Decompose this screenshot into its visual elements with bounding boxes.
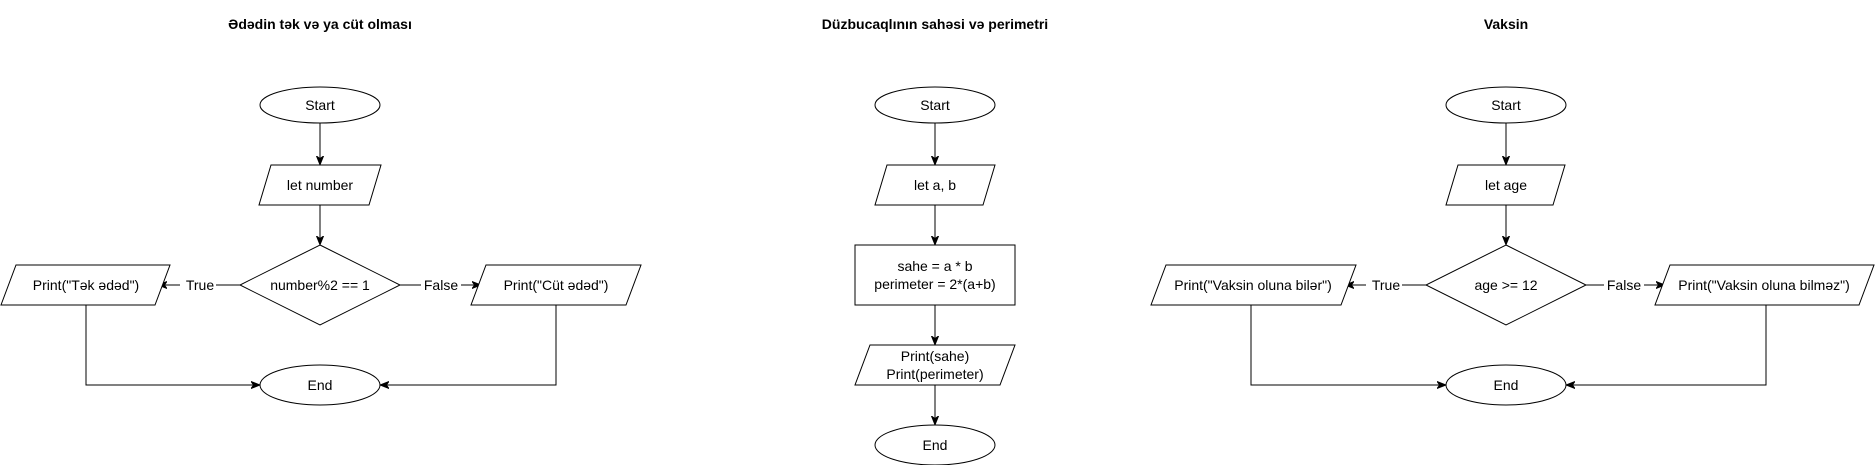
end-terminator: [259, 364, 381, 406]
input-label: let number: [287, 177, 353, 193]
process-line1: sahe = a * b: [897, 258, 972, 274]
false-output-label: Print("Vaksin oluna bilməz"): [1678, 277, 1850, 293]
end-label: End: [1494, 377, 1519, 393]
true-output-label: Print("Tək ədəd"): [33, 277, 139, 293]
flow-arrow: [1567, 305, 1767, 385]
diagram-title: Düzbucaqlının sahəsi və perimetri: [822, 16, 1048, 32]
false-edge-label: False: [1607, 277, 1641, 293]
true-output-label: Print("Vaksin oluna bilər"): [1174, 277, 1332, 293]
true-edge-label: True: [1372, 277, 1400, 293]
input-parallelogram: [874, 164, 996, 206]
false-edge-label: False: [424, 277, 458, 293]
input-label: let a, b: [914, 177, 956, 193]
output-parallelogram: [854, 344, 1016, 386]
start-label: Start: [1491, 97, 1521, 113]
false-label-bg: [1604, 276, 1644, 294]
flowchart-rectangle: Düzbucaqlının sahəsi və perimetri Start …: [822, 16, 1048, 465]
diagram-title: Vaksin: [1484, 16, 1528, 32]
false-output-parallelogram: [1654, 264, 1875, 306]
diagram-title: Ədədin tək və ya cüt olması: [228, 16, 412, 32]
start-label: Start: [305, 97, 335, 113]
true-output-parallelogram: [1150, 264, 1357, 306]
true-edge-label: True: [186, 277, 214, 293]
true-output-parallelogram: [0, 264, 171, 306]
false-output-label: Print("Cüt ədəd"): [504, 277, 609, 293]
false-label-bg: [421, 276, 461, 294]
process-line2: perimeter = 2*(a+b): [874, 276, 995, 292]
end-label: End: [923, 437, 948, 453]
decision-diamond: [238, 244, 402, 326]
flowchart-odd-even: Ədədin tək və ya cüt olması Start let nu…: [0, 16, 642, 406]
flow-arrow: [1250, 305, 1445, 385]
decision-label: number%2 == 1: [270, 277, 370, 293]
output-line2: Print(perimeter): [886, 366, 983, 382]
flowchart-vaccine: Vaksin Start let age age >= 12 True Prin…: [1150, 16, 1875, 406]
flow-arrow: [381, 305, 557, 385]
decision-label: age >= 12: [1474, 277, 1537, 293]
end-terminator: [1445, 364, 1567, 406]
true-label-bg: [1366, 276, 1402, 294]
output-line1: Print(sahe): [901, 348, 969, 364]
true-label-bg: [180, 276, 216, 294]
flow-arrow: [85, 305, 259, 385]
input-parallelogram: [258, 164, 382, 206]
input-label: let age: [1485, 177, 1527, 193]
process-rectangle: [854, 244, 1016, 306]
start-label: Start: [920, 97, 950, 113]
input-parallelogram: [1445, 164, 1566, 206]
end-terminator: [874, 424, 996, 465]
decision-diamond: [1424, 244, 1588, 326]
false-output-parallelogram: [470, 264, 642, 306]
end-label: End: [308, 377, 333, 393]
